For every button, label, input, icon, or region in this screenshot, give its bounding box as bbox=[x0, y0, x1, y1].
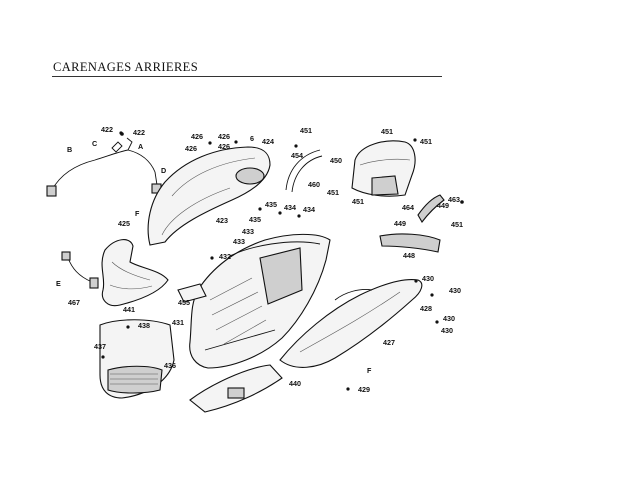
part-label-l426b: 426 bbox=[218, 132, 230, 141]
part-label-l426a: 426 bbox=[191, 132, 203, 141]
part-label-l451e: 451 bbox=[352, 197, 364, 206]
part-label-l422b: 422 bbox=[133, 128, 145, 137]
part-label-lD: D bbox=[161, 166, 166, 175]
part-label-lF1: F bbox=[135, 209, 140, 218]
part-label-l451f: 451 bbox=[451, 220, 463, 229]
part-label-l449a: 449 bbox=[394, 219, 406, 228]
part-label-l435a: 435 bbox=[265, 200, 277, 209]
part-label-l451c: 451 bbox=[420, 137, 432, 146]
part-label-l454: 454 bbox=[291, 151, 303, 160]
part-label-l451d: 451 bbox=[327, 188, 339, 197]
part-label-l438: 438 bbox=[138, 321, 150, 330]
part-label-l463: 463 bbox=[448, 195, 460, 204]
part-label-l441: 441 bbox=[123, 305, 135, 314]
rear-top-cover bbox=[285, 149, 323, 193]
part-label-l430d: 430 bbox=[441, 326, 453, 335]
part-label-l428: 428 bbox=[420, 304, 432, 313]
wiring-harness bbox=[46, 132, 162, 197]
rear-grab-rail bbox=[379, 233, 441, 253]
part-label-l429: 429 bbox=[358, 385, 370, 394]
part-label-l422a: 422 bbox=[101, 125, 113, 134]
connector-467 bbox=[61, 251, 99, 289]
part-label-l424: 424 bbox=[262, 137, 274, 146]
part-label-l426c: 426 bbox=[185, 144, 197, 153]
part-label-lB: B bbox=[67, 145, 72, 154]
part-label-l431: 431 bbox=[172, 318, 184, 327]
part-label-l460: 460 bbox=[308, 180, 320, 189]
rear-lower-section bbox=[99, 319, 175, 399]
inner-mudguard bbox=[189, 364, 283, 413]
part-label-l436: 436 bbox=[164, 361, 176, 370]
part-label-lF2: F bbox=[367, 366, 372, 375]
part-label-l432: 432 bbox=[219, 252, 231, 261]
part-label-l6: 6 bbox=[250, 134, 254, 143]
title-underline bbox=[52, 76, 442, 77]
small-cover-455 bbox=[177, 283, 207, 303]
part-label-l451a: 451 bbox=[300, 126, 312, 135]
part-label-lA: A bbox=[138, 142, 143, 151]
part-label-l455: 455 bbox=[178, 298, 190, 307]
part-label-l464: 464 bbox=[402, 203, 414, 212]
part-label-lE: E bbox=[56, 279, 61, 288]
part-label-l451b: 451 bbox=[381, 127, 393, 136]
part-label-l434b: 434 bbox=[303, 205, 315, 214]
part-label-l426d: 426 bbox=[218, 142, 230, 151]
part-label-l437: 437 bbox=[94, 342, 106, 351]
part-label-l450: 450 bbox=[330, 156, 342, 165]
part-label-l423: 423 bbox=[216, 216, 228, 225]
part-label-l435b: 435 bbox=[249, 215, 261, 224]
part-label-l430a: 430 bbox=[422, 274, 434, 283]
fasteners bbox=[101, 131, 439, 391]
tail-cover bbox=[351, 140, 416, 197]
right-rear-fairing bbox=[279, 279, 423, 368]
part-label-l448: 448 bbox=[403, 251, 415, 260]
part-label-l433b: 433 bbox=[233, 237, 245, 246]
side-bracket bbox=[101, 239, 169, 307]
page-title: CARENAGES ARRIERES bbox=[53, 60, 199, 74]
part-label-l467: 467 bbox=[68, 298, 80, 307]
part-label-l427: 427 bbox=[383, 338, 395, 347]
part-label-lC: C bbox=[92, 139, 97, 148]
left-rear-fairing bbox=[147, 146, 271, 246]
part-label-l430b: 430 bbox=[449, 286, 461, 295]
part-label-l425: 425 bbox=[118, 219, 130, 228]
part-label-l440: 440 bbox=[289, 379, 301, 388]
bracket-464 bbox=[417, 194, 464, 223]
under-seat-box bbox=[189, 233, 331, 369]
part-label-l449b: 449 bbox=[437, 201, 449, 210]
part-label-l434a: 434 bbox=[284, 203, 296, 212]
part-label-l433a: 433 bbox=[242, 227, 254, 236]
part-label-l430c: 430 bbox=[443, 314, 455, 323]
